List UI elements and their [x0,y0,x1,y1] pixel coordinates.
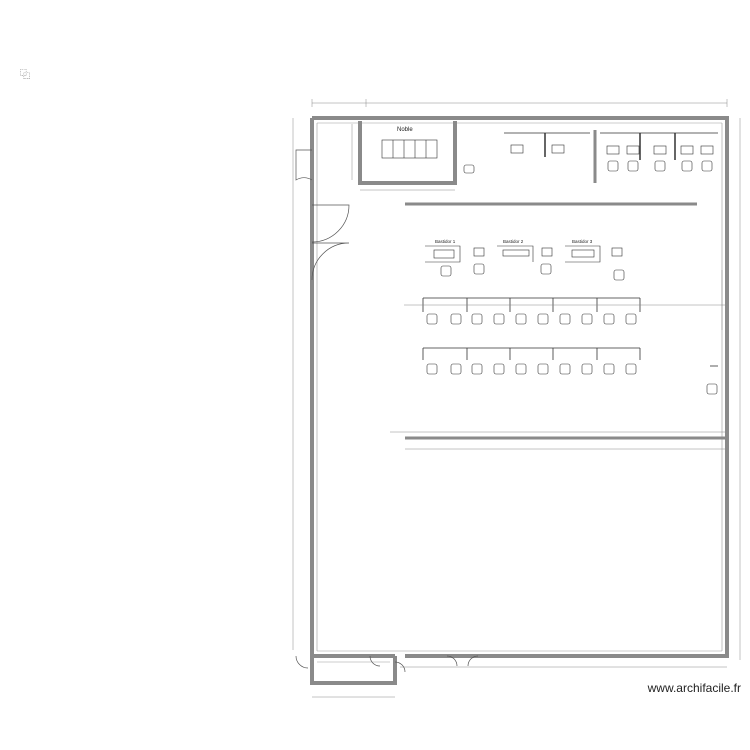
bastidor-3-bench [565,245,601,263]
workstation-monitor [473,247,485,257]
door-swing [295,655,309,669]
chair [613,269,625,281]
desk-row-2-chairs [426,363,637,375]
noble-room-wall [358,121,457,185]
chair [540,263,552,275]
chair [515,313,527,325]
annex-wall [310,656,397,685]
drawing-icon[interactable]: ⿻ [20,70,30,81]
chair [581,363,593,375]
door-swing [394,661,406,673]
bastidor-1-label: Bastidor 1 [435,239,456,244]
door-swing [311,204,350,243]
chair [559,313,571,325]
chair [493,363,505,375]
chair [654,160,666,172]
chair [537,363,549,375]
chair [603,363,615,375]
chair [471,363,483,375]
chair [440,265,452,277]
noble-table [381,139,438,159]
door-swing [467,655,479,667]
bastidor-3-label: Bastidor 3 [572,239,593,244]
noble-label: Noble [397,127,413,133]
bastidor-2-label: Bastidor 2 [503,239,524,244]
outer-wall [310,116,729,658]
chair [450,363,462,375]
bastidor-equipment [571,249,595,258]
chair [625,363,637,375]
chair [515,363,527,375]
chair [627,160,639,172]
chair [471,313,483,325]
watermark[interactable]: www.archifacile.fr [647,681,741,695]
chair [426,313,438,325]
workstation-monitor [611,247,623,257]
chair [581,313,593,325]
chair [625,313,637,325]
chair [450,313,462,325]
chair [463,164,475,174]
door-swing [311,242,350,281]
bastidor-1-bench [425,245,461,263]
chair [701,160,713,172]
bastidor-2-bench [497,245,534,262]
workstation-monitor [541,247,553,257]
chair [473,263,485,275]
workstation-monitor [626,145,640,155]
chair [537,313,549,325]
bastidor-equipment [502,249,530,257]
door-swing [295,149,313,181]
chair [681,160,693,172]
door-swing [369,655,381,667]
workstation-monitor [606,145,620,155]
workstation-monitor [551,144,565,154]
chair [426,363,438,375]
workstation-monitor [680,145,694,155]
chair [607,160,619,172]
workstation-monitor [700,145,714,155]
door-swing [446,655,458,667]
chair [559,363,571,375]
chair [706,383,718,395]
chair [493,313,505,325]
desk-row-1-chairs [426,313,637,325]
bastidor-equipment [433,249,455,259]
workstation-monitor [653,145,667,155]
workstation-monitor [510,144,524,154]
chair [603,313,615,325]
